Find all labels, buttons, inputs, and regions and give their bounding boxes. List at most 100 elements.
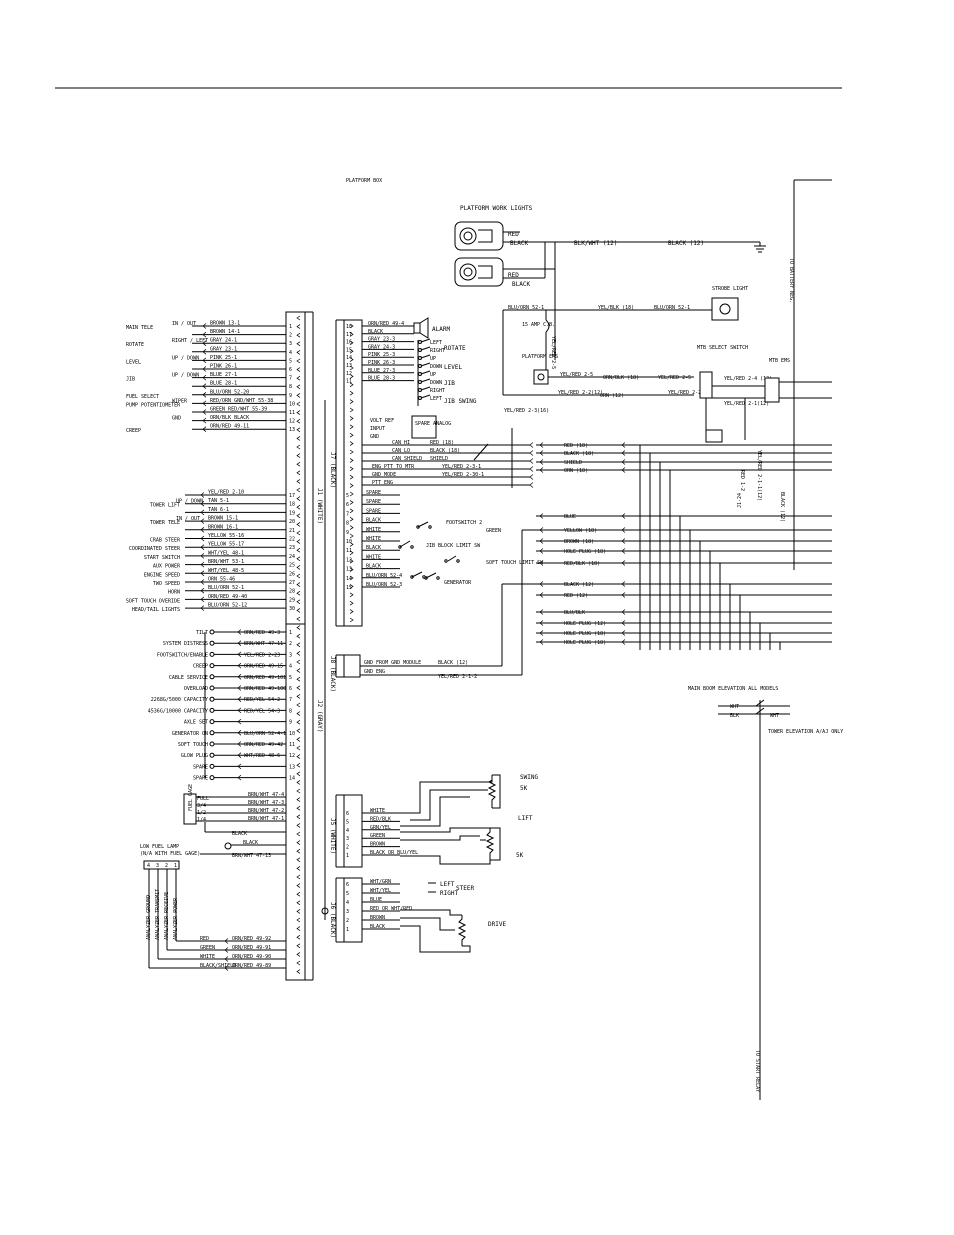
svg-text:ORN/RED 49-91: ORN/RED 49-91 [232, 945, 271, 951]
svg-text:11: 11 [289, 410, 295, 416]
svg-text:RED/YEL 54-2: RED/YEL 54-2 [244, 697, 280, 703]
svg-text:GND: GND [172, 416, 181, 422]
j1-row: GRAY 23-14 [192, 346, 292, 356]
svg-text:FUEL GAGE: FUEL GAGE [188, 784, 194, 811]
green-wire-label: GREEN [486, 528, 501, 534]
svg-text:9: 9 [289, 393, 292, 399]
level-label: LEVEL [444, 364, 462, 371]
svg-text:RED (12): RED (12) [564, 593, 588, 599]
bus-wire: YELLOW (18) [536, 527, 832, 650]
svg-text:17: 17 [289, 493, 295, 499]
svg-text:ORN/RED 49-101: ORN/RED 49-101 [244, 675, 286, 681]
bus-wire: RED (18) [536, 442, 832, 650]
svg-text:HOLE PLUG (18): HOLE PLUG (18) [564, 640, 606, 646]
svg-text:GREEN: GREEN [200, 945, 215, 951]
svg-text:WHITE: WHITE [200, 954, 215, 960]
svg-text:BLUE 27-1: BLUE 27-1 [210, 372, 237, 378]
svg-text:6: 6 [346, 502, 349, 508]
svg-text:CAN SHIELD: CAN SHIELD [392, 456, 422, 462]
svg-text:WHITE: WHITE [366, 554, 381, 560]
footswitch-label: FOOTSWITCH 2 [446, 520, 482, 526]
fuel-gage: FUEL GAGE FULL 3/4 1/2 1/4 BRN/WHT 47-4B… [183, 784, 286, 837]
svg-text:RED: RED [508, 272, 519, 279]
svg-text:PINK 25-3: PINK 25-3 [368, 352, 395, 358]
svg-text:HOLE PLUG (12): HOLE PLUG (12) [564, 621, 606, 627]
svg-text:16: 16 [346, 340, 352, 346]
svg-text:UP / DOWN: UP / DOWN [172, 373, 199, 379]
svg-text:LOW FUEL LAMP: LOW FUEL LAMP [140, 844, 179, 850]
j5-connector-housing [343, 794, 363, 868]
svg-text:GND: GND [370, 434, 379, 440]
svg-text:20: 20 [289, 519, 295, 525]
svg-text:SWING: SWING [520, 774, 538, 781]
svg-text:3: 3 [289, 652, 292, 658]
svg-text:22: 22 [289, 537, 295, 543]
svg-text:DOWN: DOWN [430, 364, 442, 370]
svg-text:HEAD/TAIL LIGHTS: HEAD/TAIL LIGHTS [132, 607, 180, 613]
work-light-upper [454, 221, 504, 251]
svg-text:UP / DOWN: UP / DOWN [172, 355, 199, 361]
svg-text:WHITE: WHITE [370, 808, 385, 814]
svg-text:3: 3 [156, 863, 159, 869]
svg-text:RIGHT / LEFT: RIGHT / LEFT [172, 338, 208, 344]
svg-text:WHT: WHT [770, 713, 779, 719]
alarm-icon: ALARM [413, 317, 450, 339]
red-1-2-label: RED 1-2 [739, 470, 745, 491]
svg-text:BLACK (18): BLACK (18) [430, 448, 460, 454]
svg-text:LEVEL: LEVEL [126, 359, 141, 365]
svg-text:YEL/RED 2-5: YEL/RED 2-5 [550, 336, 556, 369]
svg-text:BRN/WHT 47-13: BRN/WHT 47-13 [232, 853, 271, 859]
svg-text:BLACK: BLACK [243, 840, 258, 846]
svg-text:BROWN 15-1: BROWN 15-1 [208, 516, 238, 522]
svg-text:8: 8 [289, 708, 292, 714]
svg-text:YEL/RED 2-1(12): YEL/RED 2-1(12) [724, 401, 769, 407]
svg-text:2268G/5000 CAPACITY: 2268G/5000 CAPACITY [151, 697, 208, 703]
svg-text:HOLE PLUG (18): HOLE PLUG (18) [564, 549, 606, 555]
svg-text:12: 12 [346, 371, 352, 377]
svg-text:ORN/RED 49-11: ORN/RED 49-11 [210, 424, 249, 430]
svg-text:BLACK: BLACK [368, 329, 383, 335]
svg-text:ORN (12): ORN (12) [600, 393, 624, 399]
svg-text:MAIN BOOM ELEVATION ALL MODELS: MAIN BOOM ELEVATION ALL MODELS [688, 686, 778, 692]
svg-text:28: 28 [289, 589, 295, 595]
svg-text:19: 19 [289, 510, 295, 516]
svg-text:CAN HI: CAN HI [392, 440, 410, 446]
svg-text:25: 25 [289, 563, 295, 569]
svg-text:YEL/BLK (18): YEL/BLK (18) [598, 305, 634, 311]
svg-text:WHT/YEL: WHT/YEL [370, 888, 391, 894]
svg-text:BLACK: BLACK [366, 518, 381, 524]
svg-text:FULL: FULL [197, 796, 209, 802]
svg-text:27: 27 [289, 580, 295, 586]
svg-text:SPARE ANALOG: SPARE ANALOG [415, 421, 451, 427]
svg-text:GREEN RED/WHT 55-39: GREEN RED/WHT 55-39 [210, 407, 267, 413]
svg-text:2: 2 [289, 333, 292, 339]
svg-text:RED: RED [200, 936, 209, 942]
svg-text:GREEN: GREEN [370, 833, 385, 839]
svg-text:CABLE SERVICE: CABLE SERVICE [169, 675, 208, 681]
svg-text:11: 11 [289, 742, 295, 748]
svg-text:UP: UP [430, 356, 436, 362]
svg-text:6: 6 [346, 882, 349, 888]
svg-text:10: 10 [346, 539, 352, 545]
